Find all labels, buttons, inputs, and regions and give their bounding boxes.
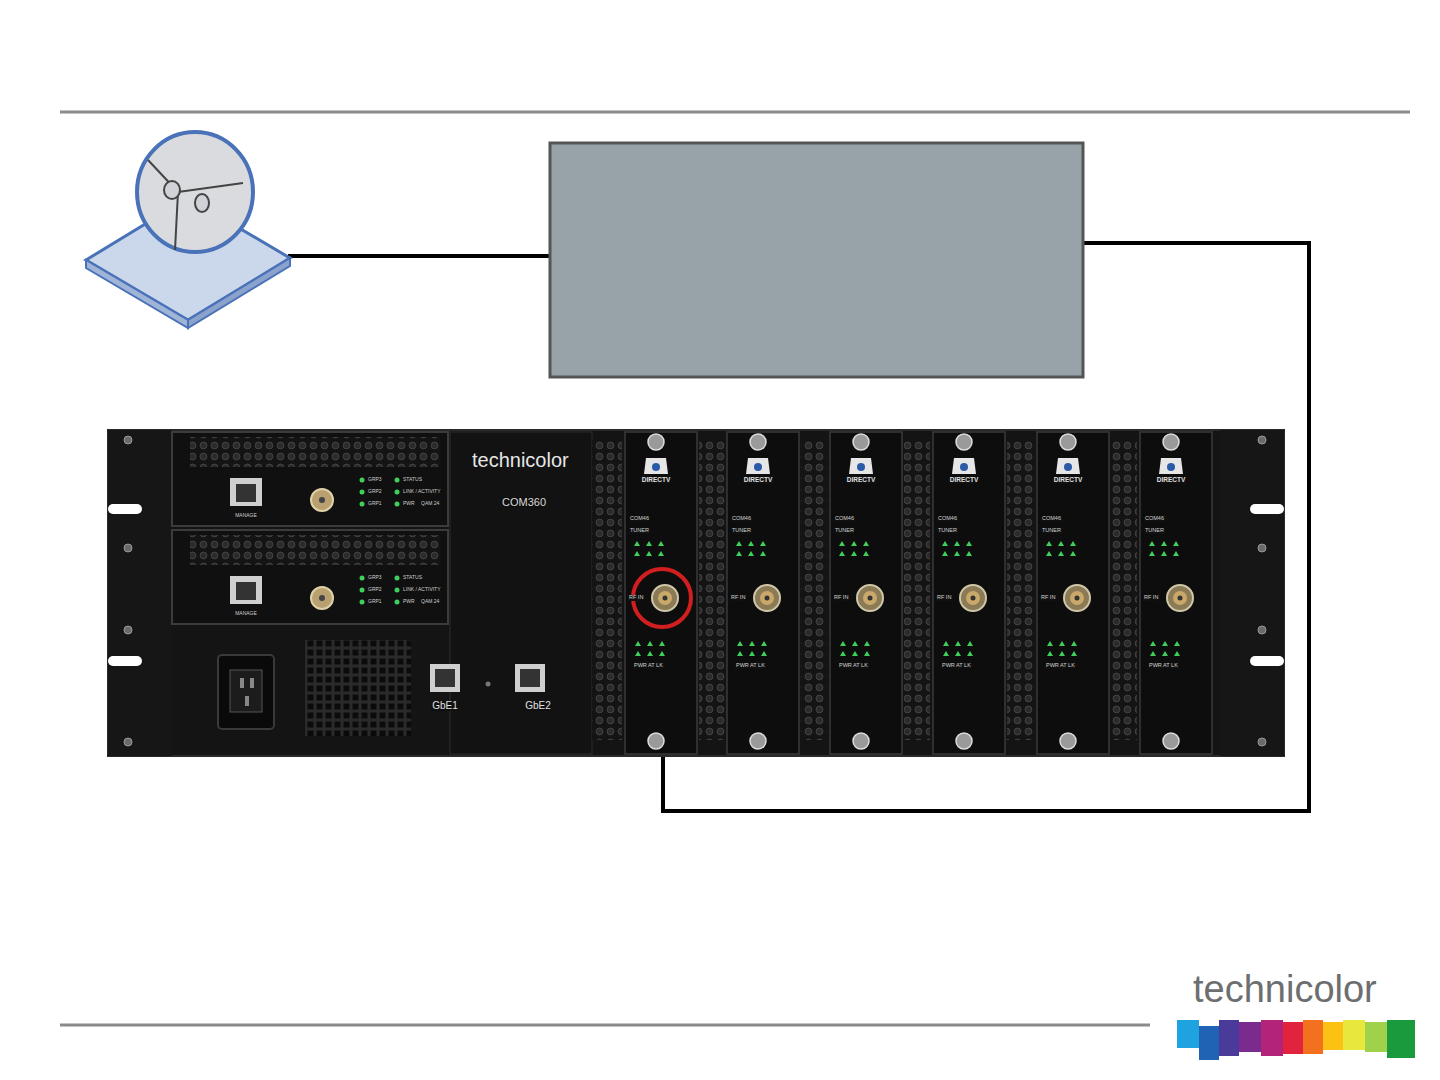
panel-label: PWR	[402, 501, 416, 506]
panel-label: STATUS	[402, 575, 423, 580]
logo-wordmark: technicolor	[1193, 970, 1377, 1008]
cable	[288, 254, 550, 258]
card-label: DIRECTV	[743, 477, 774, 484]
card-label: TUNER	[1144, 528, 1165, 534]
card-label: RF IN	[936, 595, 952, 601]
panel-label: LINK / ACTIVITY	[402, 489, 442, 494]
card-label: DIRECTV	[1156, 477, 1187, 484]
card-label: PWR AT LK	[1045, 663, 1076, 669]
panel-label: MANAGE	[234, 513, 258, 518]
card-label: TUNER	[834, 528, 855, 534]
card-label: RF IN	[628, 595, 644, 601]
tuner-card	[1140, 432, 1212, 754]
card-label: COM46	[937, 516, 958, 522]
card-label: COM46	[1041, 516, 1062, 522]
card-label: TUNER	[1041, 528, 1062, 534]
card-label: COM46	[629, 516, 650, 522]
panel-label: MANAGE	[234, 611, 258, 616]
tuner-card	[933, 432, 1033, 754]
card-label: COM46	[731, 516, 752, 522]
card-label: DIRECTV	[641, 477, 672, 484]
panel-label: GRP2	[367, 587, 383, 592]
panel-label: PWR	[402, 599, 416, 604]
card-label: PWR AT LK	[838, 663, 869, 669]
card-label: PWR AT LK	[633, 663, 664, 669]
card-label: PWR AT LK	[735, 663, 766, 669]
tuner-card	[1037, 432, 1137, 754]
panel-label: GbE1	[431, 701, 459, 711]
brand-name: technicolor	[472, 450, 569, 470]
panel-label: QAM 24	[420, 599, 440, 604]
panel-label: GRP1	[367, 501, 383, 506]
logo-bars	[1177, 1020, 1415, 1060]
panel-label: GRP1	[367, 599, 383, 604]
card-label: TUNER	[937, 528, 958, 534]
card-label: RF IN	[833, 595, 849, 601]
header-rule	[60, 111, 1410, 114]
footer-rule	[60, 1024, 1150, 1027]
card-label: RF IN	[1040, 595, 1056, 601]
satellite-dish	[86, 132, 290, 328]
panel-label: GbE2	[524, 701, 552, 711]
chassis-photo	[108, 430, 1284, 756]
panel-label: GRP2	[367, 489, 383, 494]
tuner-card	[625, 432, 725, 754]
card-label: DIRECTV	[846, 477, 877, 484]
tuner-card	[727, 432, 827, 754]
gray-box	[550, 143, 1083, 377]
model-name: COM360	[501, 497, 547, 508]
card-label: PWR AT LK	[941, 663, 972, 669]
panel-label: QAM 24	[420, 501, 440, 506]
card-label: COM46	[834, 516, 855, 522]
card-label: DIRECTV	[949, 477, 980, 484]
card-label: TUNER	[629, 528, 650, 534]
card-label: COM46	[1144, 516, 1165, 522]
card-label: RF IN	[730, 595, 746, 601]
card-label: DIRECTV	[1053, 477, 1084, 484]
panel-label: GRP3	[367, 575, 383, 580]
tuner-card	[830, 432, 930, 754]
panel-label: GRP3	[367, 477, 383, 482]
card-label: TUNER	[731, 528, 752, 534]
card-label: PWR AT LK	[1148, 663, 1179, 669]
panel-label: STATUS	[402, 477, 423, 482]
card-label: RF IN	[1143, 595, 1159, 601]
panel-label: LINK / ACTIVITY	[402, 587, 442, 592]
